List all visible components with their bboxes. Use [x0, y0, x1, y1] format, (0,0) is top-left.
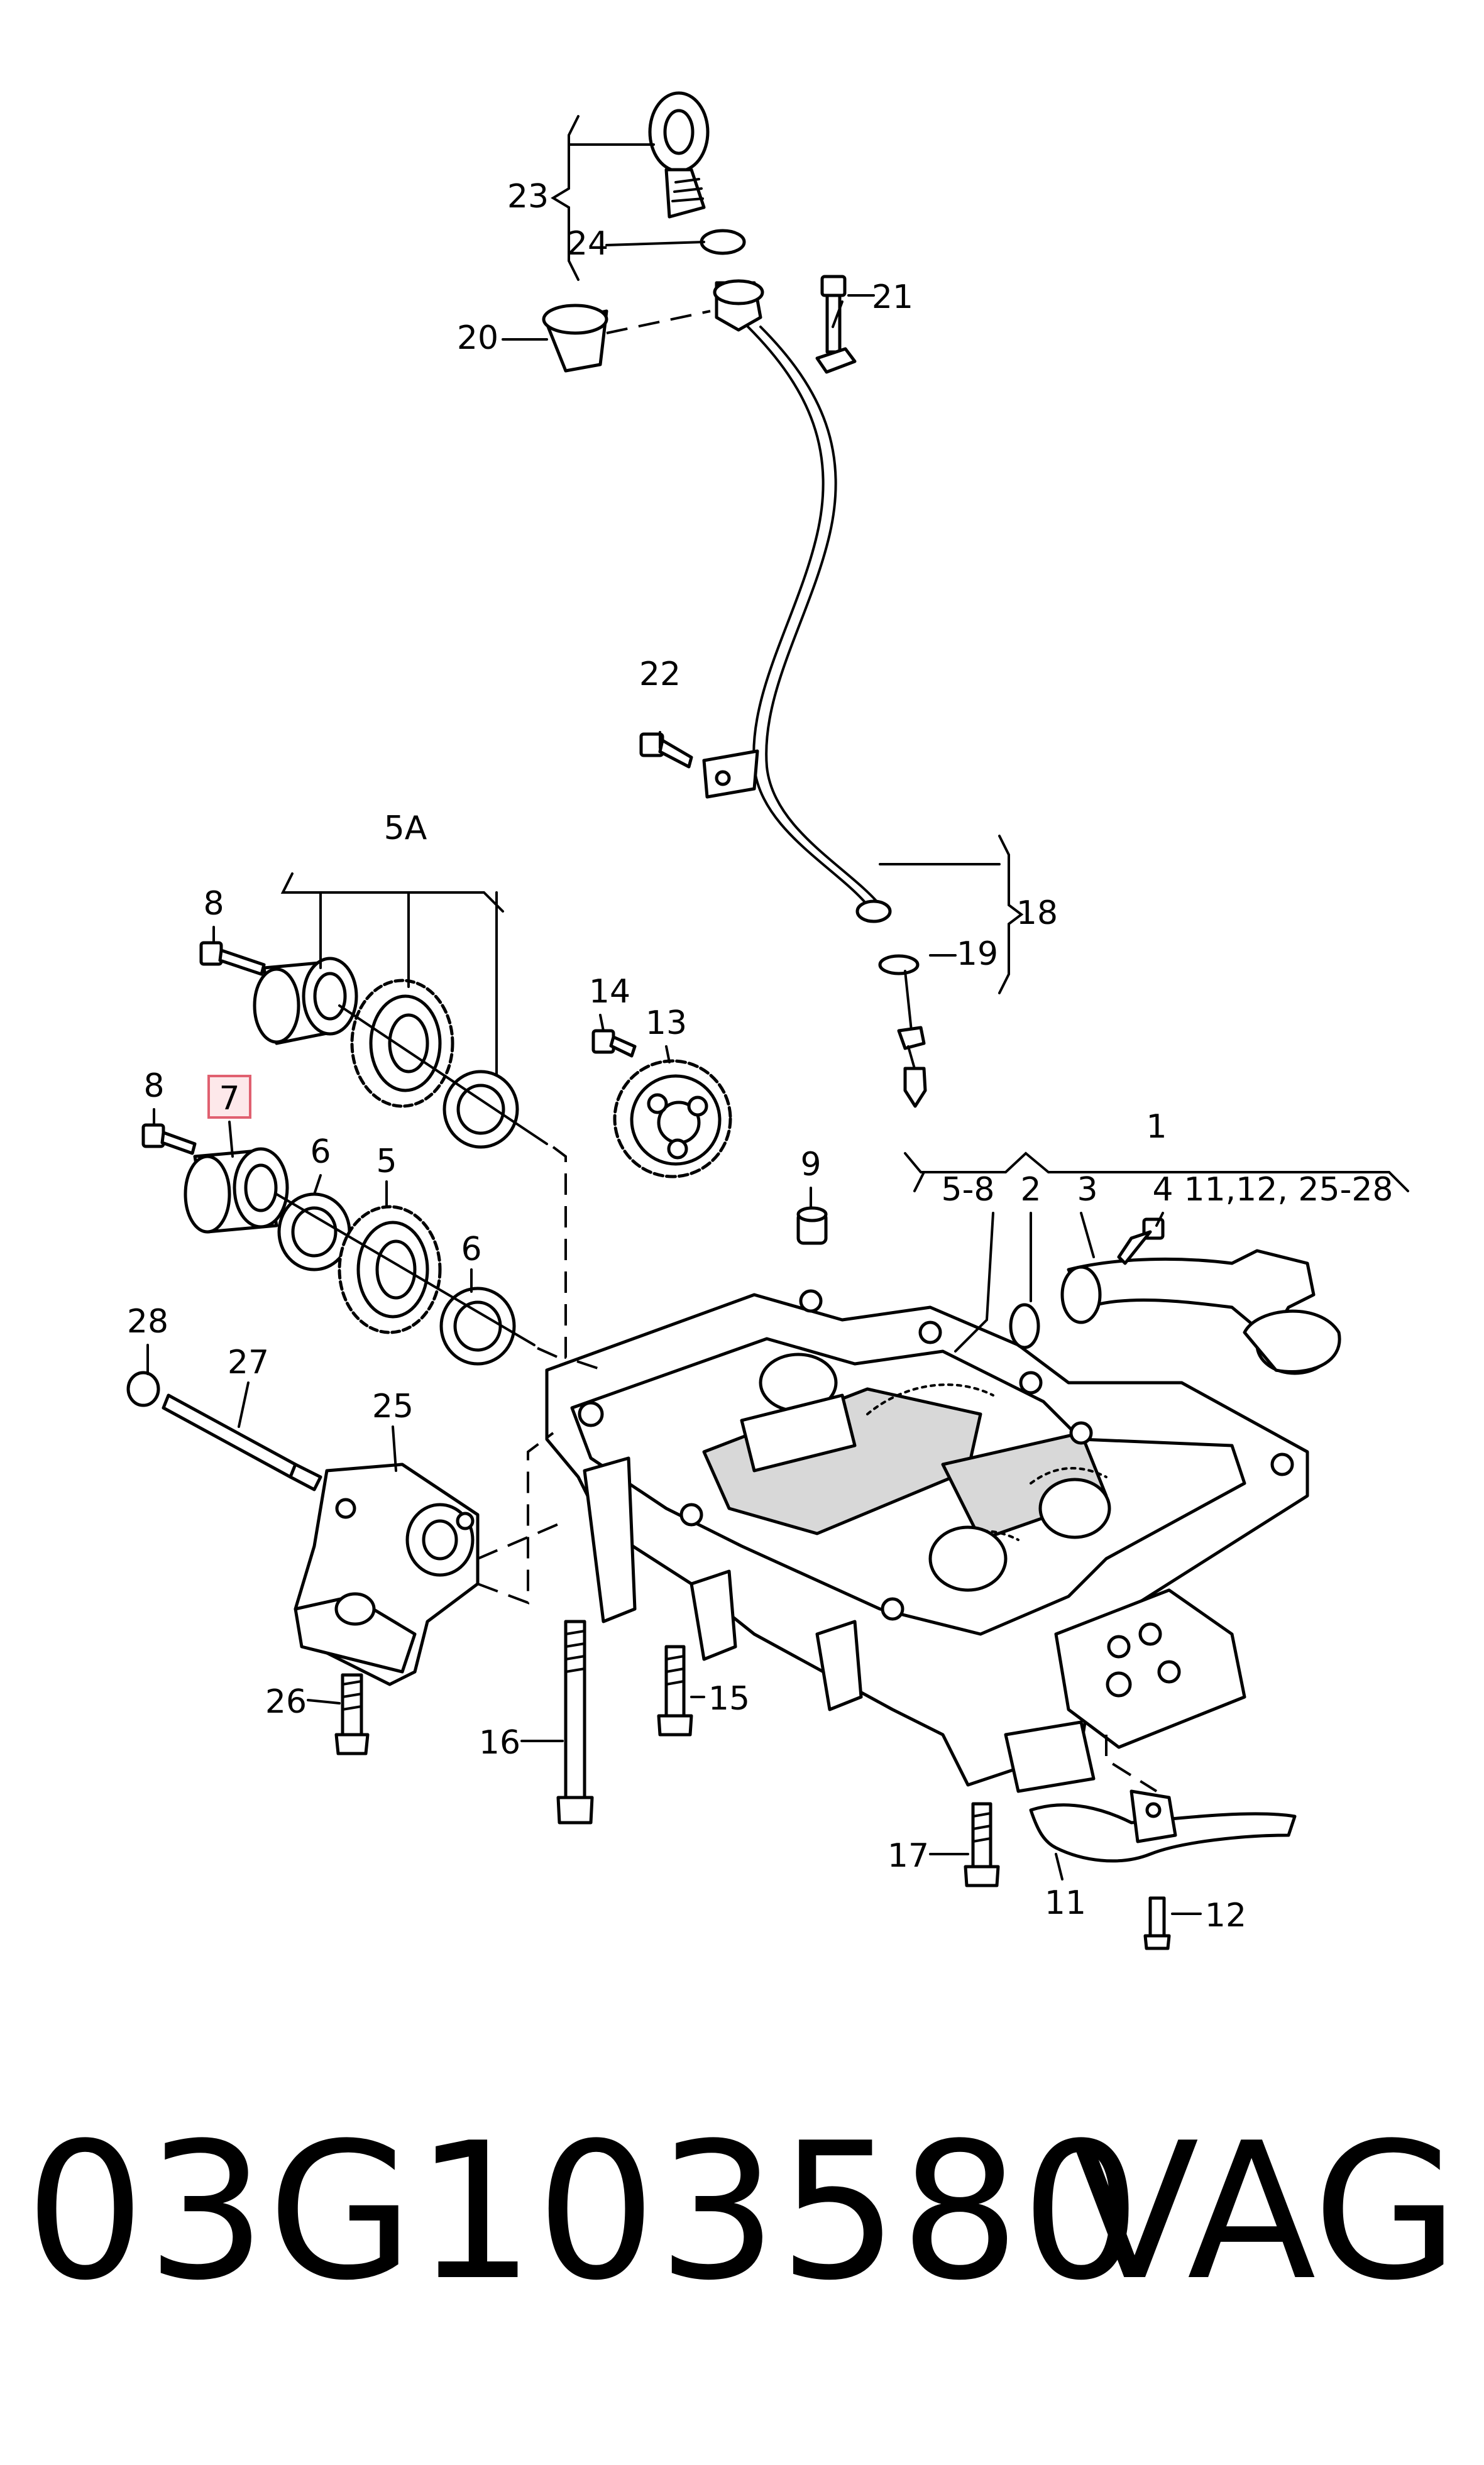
- circlip-28: [126, 1371, 160, 1407]
- callout-2: 2: [1020, 1171, 1041, 1209]
- bolt-8-lower: [141, 1123, 197, 1155]
- callout-27: 27: [228, 1344, 269, 1381]
- callout-6-left: 6: [310, 1133, 331, 1171]
- callout-13: 13: [646, 1004, 687, 1042]
- callout-12: 12: [1205, 1897, 1246, 1935]
- gear-upper: [350, 979, 454, 1108]
- callout-1: 1: [1146, 1108, 1167, 1146]
- callout-7: 7: [219, 1080, 239, 1117]
- callout-4: 4: [1152, 1171, 1173, 1209]
- callout-5-8: 5-8: [942, 1171, 995, 1209]
- leader-lines: [146, 294, 1409, 1915]
- callout-15: 15: [708, 1680, 750, 1718]
- part-number: 03G103580: [25, 2102, 1143, 2322]
- bolt-17: [964, 1802, 1000, 1887]
- callout-16: 16: [479, 1724, 520, 1762]
- callout-17: 17: [888, 1837, 929, 1875]
- bolt-16: [556, 1620, 594, 1825]
- bolt-15: [657, 1645, 693, 1737]
- thrust-washer-6-right: [439, 1287, 516, 1366]
- callout-8-lower: 8: [143, 1067, 164, 1105]
- oil-pump-25: [294, 1463, 480, 1686]
- callout-11-12-25-28: 11,12, 25-28: [1184, 1171, 1393, 1209]
- bolt-26: [334, 1673, 370, 1755]
- bearing-upper: [253, 957, 358, 1045]
- oil-return-pipe-11: [1029, 1789, 1297, 1863]
- callout-25: 25: [372, 1388, 414, 1425]
- callout-18: 18: [1016, 894, 1058, 932]
- bearing-7: [184, 1147, 289, 1234]
- callout-23: 23: [507, 178, 549, 216]
- sleeve-9: [796, 1206, 828, 1245]
- gear-13: [613, 1059, 732, 1178]
- callout-22: 22: [639, 656, 681, 693]
- callout-24: 24: [567, 225, 608, 263]
- callout-21: 21: [872, 278, 913, 316]
- bolt-21: [815, 275, 857, 374]
- oil-pickup-tube: [1060, 1249, 1341, 1375]
- thrust-washer-upper: [442, 1070, 519, 1149]
- dipstick-assembly: [648, 91, 927, 1108]
- callout-28: 28: [127, 1303, 168, 1341]
- callout-8-upper: 8: [203, 885, 224, 923]
- bolt-22: [639, 732, 759, 799]
- o-ring-2: [1009, 1303, 1040, 1349]
- bolt-8-upper: [199, 941, 266, 976]
- gear-5: [338, 1205, 442, 1334]
- callout-20: 20: [457, 319, 498, 357]
- callout-5a: 5A: [384, 810, 427, 847]
- callout-26: 26: [265, 1683, 307, 1721]
- highlight-box: [207, 1075, 251, 1119]
- callout-9: 9: [800, 1146, 821, 1183]
- callout-14: 14: [589, 973, 630, 1011]
- brand-name: VAG: [1070, 2102, 1459, 2322]
- drive-shaft-27: [162, 1393, 322, 1491]
- bolt-14: [591, 1029, 637, 1058]
- bolt-12: [1143, 1896, 1171, 1950]
- callout-5: 5: [376, 1143, 397, 1180]
- balance-shaft-housing: [545, 1289, 1309, 1793]
- callout-11: 11: [1045, 1884, 1086, 1922]
- callout-19: 19: [957, 935, 998, 973]
- callout-labels: 1 5-8 2 3 4 11,12, 25-28 9 13 14 5A 8 8 …: [127, 178, 1393, 1935]
- callout-6-right: 6: [461, 1231, 481, 1268]
- callout-3: 3: [1077, 1171, 1097, 1209]
